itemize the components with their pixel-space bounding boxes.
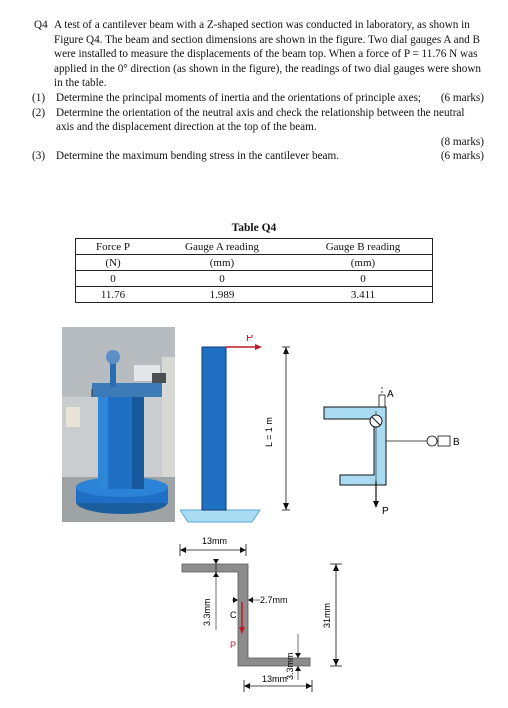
top-flange-dim: 13mm (202, 536, 227, 546)
table-row: 11.76 1.989 3.411 (75, 286, 433, 303)
question-intro: Q4 A test of a cantilever beam with a Z-s… (22, 18, 484, 91)
part-2-text: Determine the orientation of the neutral… (56, 106, 465, 134)
centroid-label: C (230, 610, 237, 620)
left-flange-thickness-dim: 3.3mm (202, 598, 212, 626)
force-label: P (246, 335, 253, 344)
z-section-diagram: 13mm 3.3mm C P 2.7mm 3.3mm 31mm 13mm (179, 536, 342, 692)
cantilever-beam-diagram: P L = 1 m (180, 335, 290, 523)
table-header-row: Force P Gauge A reading Gauge B reading (75, 238, 433, 255)
right-flange-thickness-dim: 3.3mm (285, 652, 295, 680)
beam-base (180, 509, 261, 523)
part-3-number: (3) (32, 150, 46, 163)
part-1-number: (1) (32, 91, 46, 104)
header-gauge-a: Gauge A reading (150, 238, 294, 255)
question-intro-text: A test of a cantilever beam with a Z-sha… (54, 19, 481, 90)
part-3-text: Determine the maximum bending stress in … (56, 150, 340, 163)
gauge-setup-diagram: A B P (323, 387, 460, 515)
part-1-marks: (6 marks) (440, 91, 484, 104)
part-3-marks: (6 marks) (440, 150, 484, 163)
part-1: (1) Determine the principal moments of i… (32, 91, 484, 106)
lab-photo-illustration (62, 327, 175, 522)
cell-a-0: 0 (150, 270, 294, 287)
table-title: Table Q4 (231, 222, 277, 234)
cell-b-0: 0 (294, 270, 433, 287)
load-label: P (382, 506, 389, 515)
gauge-table: Force P Gauge A reading Gauge B reading … (75, 238, 433, 303)
web-thickness-dim: 2.7mm (260, 595, 288, 605)
table-unit-row: (N) (mm) (mm) (75, 254, 433, 271)
part-2-marks: (8 marks) (440, 135, 484, 148)
gauge-b-label: B (453, 437, 460, 448)
unit-gauge-b: (mm) (294, 254, 433, 271)
question-block: Q4 A test of a cantilever beam with a Z-s… (22, 18, 484, 164)
part-3: (3) Determine the maximum bending stress… (32, 149, 484, 164)
section-force-label: P (230, 640, 236, 650)
bottom-flange-dim: 13mm (262, 674, 287, 684)
force-arrowhead (255, 344, 262, 350)
header-force: Force P (75, 238, 150, 255)
z-section-shape (181, 563, 311, 667)
question-number: Q4 (34, 19, 48, 31)
unit-force: (N) (75, 254, 150, 271)
length-label: L = 1 m (264, 417, 274, 447)
header-gauge-b: Gauge B reading (294, 238, 433, 255)
part-1-text: Determine the principal moments of inert… (56, 91, 422, 104)
part-2: (2) Determine the orientation of the neu… (32, 106, 484, 150)
cell-b-1: 3.411 (294, 286, 433, 303)
load-arrowhead (373, 501, 379, 508)
cell-a-1: 1.989 (150, 286, 294, 303)
beam-body (201, 346, 227, 511)
cell-force-1: 11.76 (75, 286, 150, 303)
section-top-view (323, 406, 387, 486)
part-2-number: (2) (32, 106, 46, 119)
gauge-b-icon (426, 435, 438, 447)
gauge-a-label: A (387, 389, 394, 400)
lab-photo (62, 327, 175, 522)
cell-force-0: 0 (75, 270, 150, 287)
height-dim: 31mm (322, 603, 332, 628)
table-row: 0 0 0 (75, 270, 433, 287)
unit-gauge-a: (mm) (150, 254, 294, 271)
